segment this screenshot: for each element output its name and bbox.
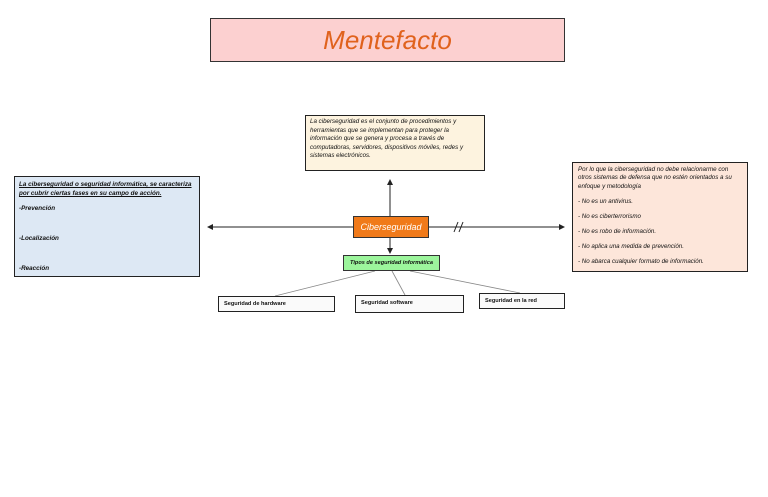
right-item-1: - No es un antivirus. (578, 198, 634, 206)
right-item-3: - No es robo de información. (578, 228, 657, 236)
types-label: Tipos de seguridad informática (350, 260, 433, 266)
center-label: Ciberseguridad (360, 222, 422, 232)
left-characteristics-box: La ciberseguridad o seguridad informátic… (14, 176, 200, 277)
line-to-software (391, 270, 406, 296)
right-item-4: - No aplica una medida de prevención. (578, 243, 684, 251)
line-to-network (409, 270, 521, 294)
right-item-5: - No abarca cualquier formato de informa… (578, 258, 704, 266)
left-heading: La ciberseguridad o seguridad informátic… (19, 181, 192, 197)
left-item-prevention: -Prevención (19, 205, 56, 212)
software-security-label: Seguridad software (361, 300, 413, 306)
center-concept-box: Ciberseguridad (353, 216, 429, 238)
network-security-box: Seguridad en la red (479, 293, 565, 309)
hardware-security-box: Seguridad de hardware (218, 296, 335, 312)
hardware-security-label: Seguridad de hardware (224, 301, 286, 307)
software-security-box: Seguridad software (355, 295, 464, 313)
line-to-hardware (274, 270, 376, 297)
types-box: Tipos de seguridad informática (343, 255, 440, 271)
page-title: Mentefacto (323, 24, 452, 55)
right-exclusion-box: Por lo que la ciberseguridad no debe rel… (572, 162, 748, 272)
right-heading: Por lo que la ciberseguridad no debe rel… (578, 166, 732, 190)
exclusion-mark-2 (458, 221, 464, 233)
left-item-localization: -Localización (19, 235, 59, 242)
network-security-label: Seguridad en la red (485, 298, 537, 304)
left-item-reaction: -Reacción (19, 265, 50, 272)
title-box: Mentefacto (210, 18, 565, 62)
exclusion-mark-1 (453, 221, 459, 233)
definition-text: La ciberseguridad es el conjunto de proc… (310, 118, 464, 160)
right-item-2: - No es ciberterrorismo (578, 213, 641, 221)
definition-box: La ciberseguridad es el conjunto de proc… (305, 115, 485, 171)
